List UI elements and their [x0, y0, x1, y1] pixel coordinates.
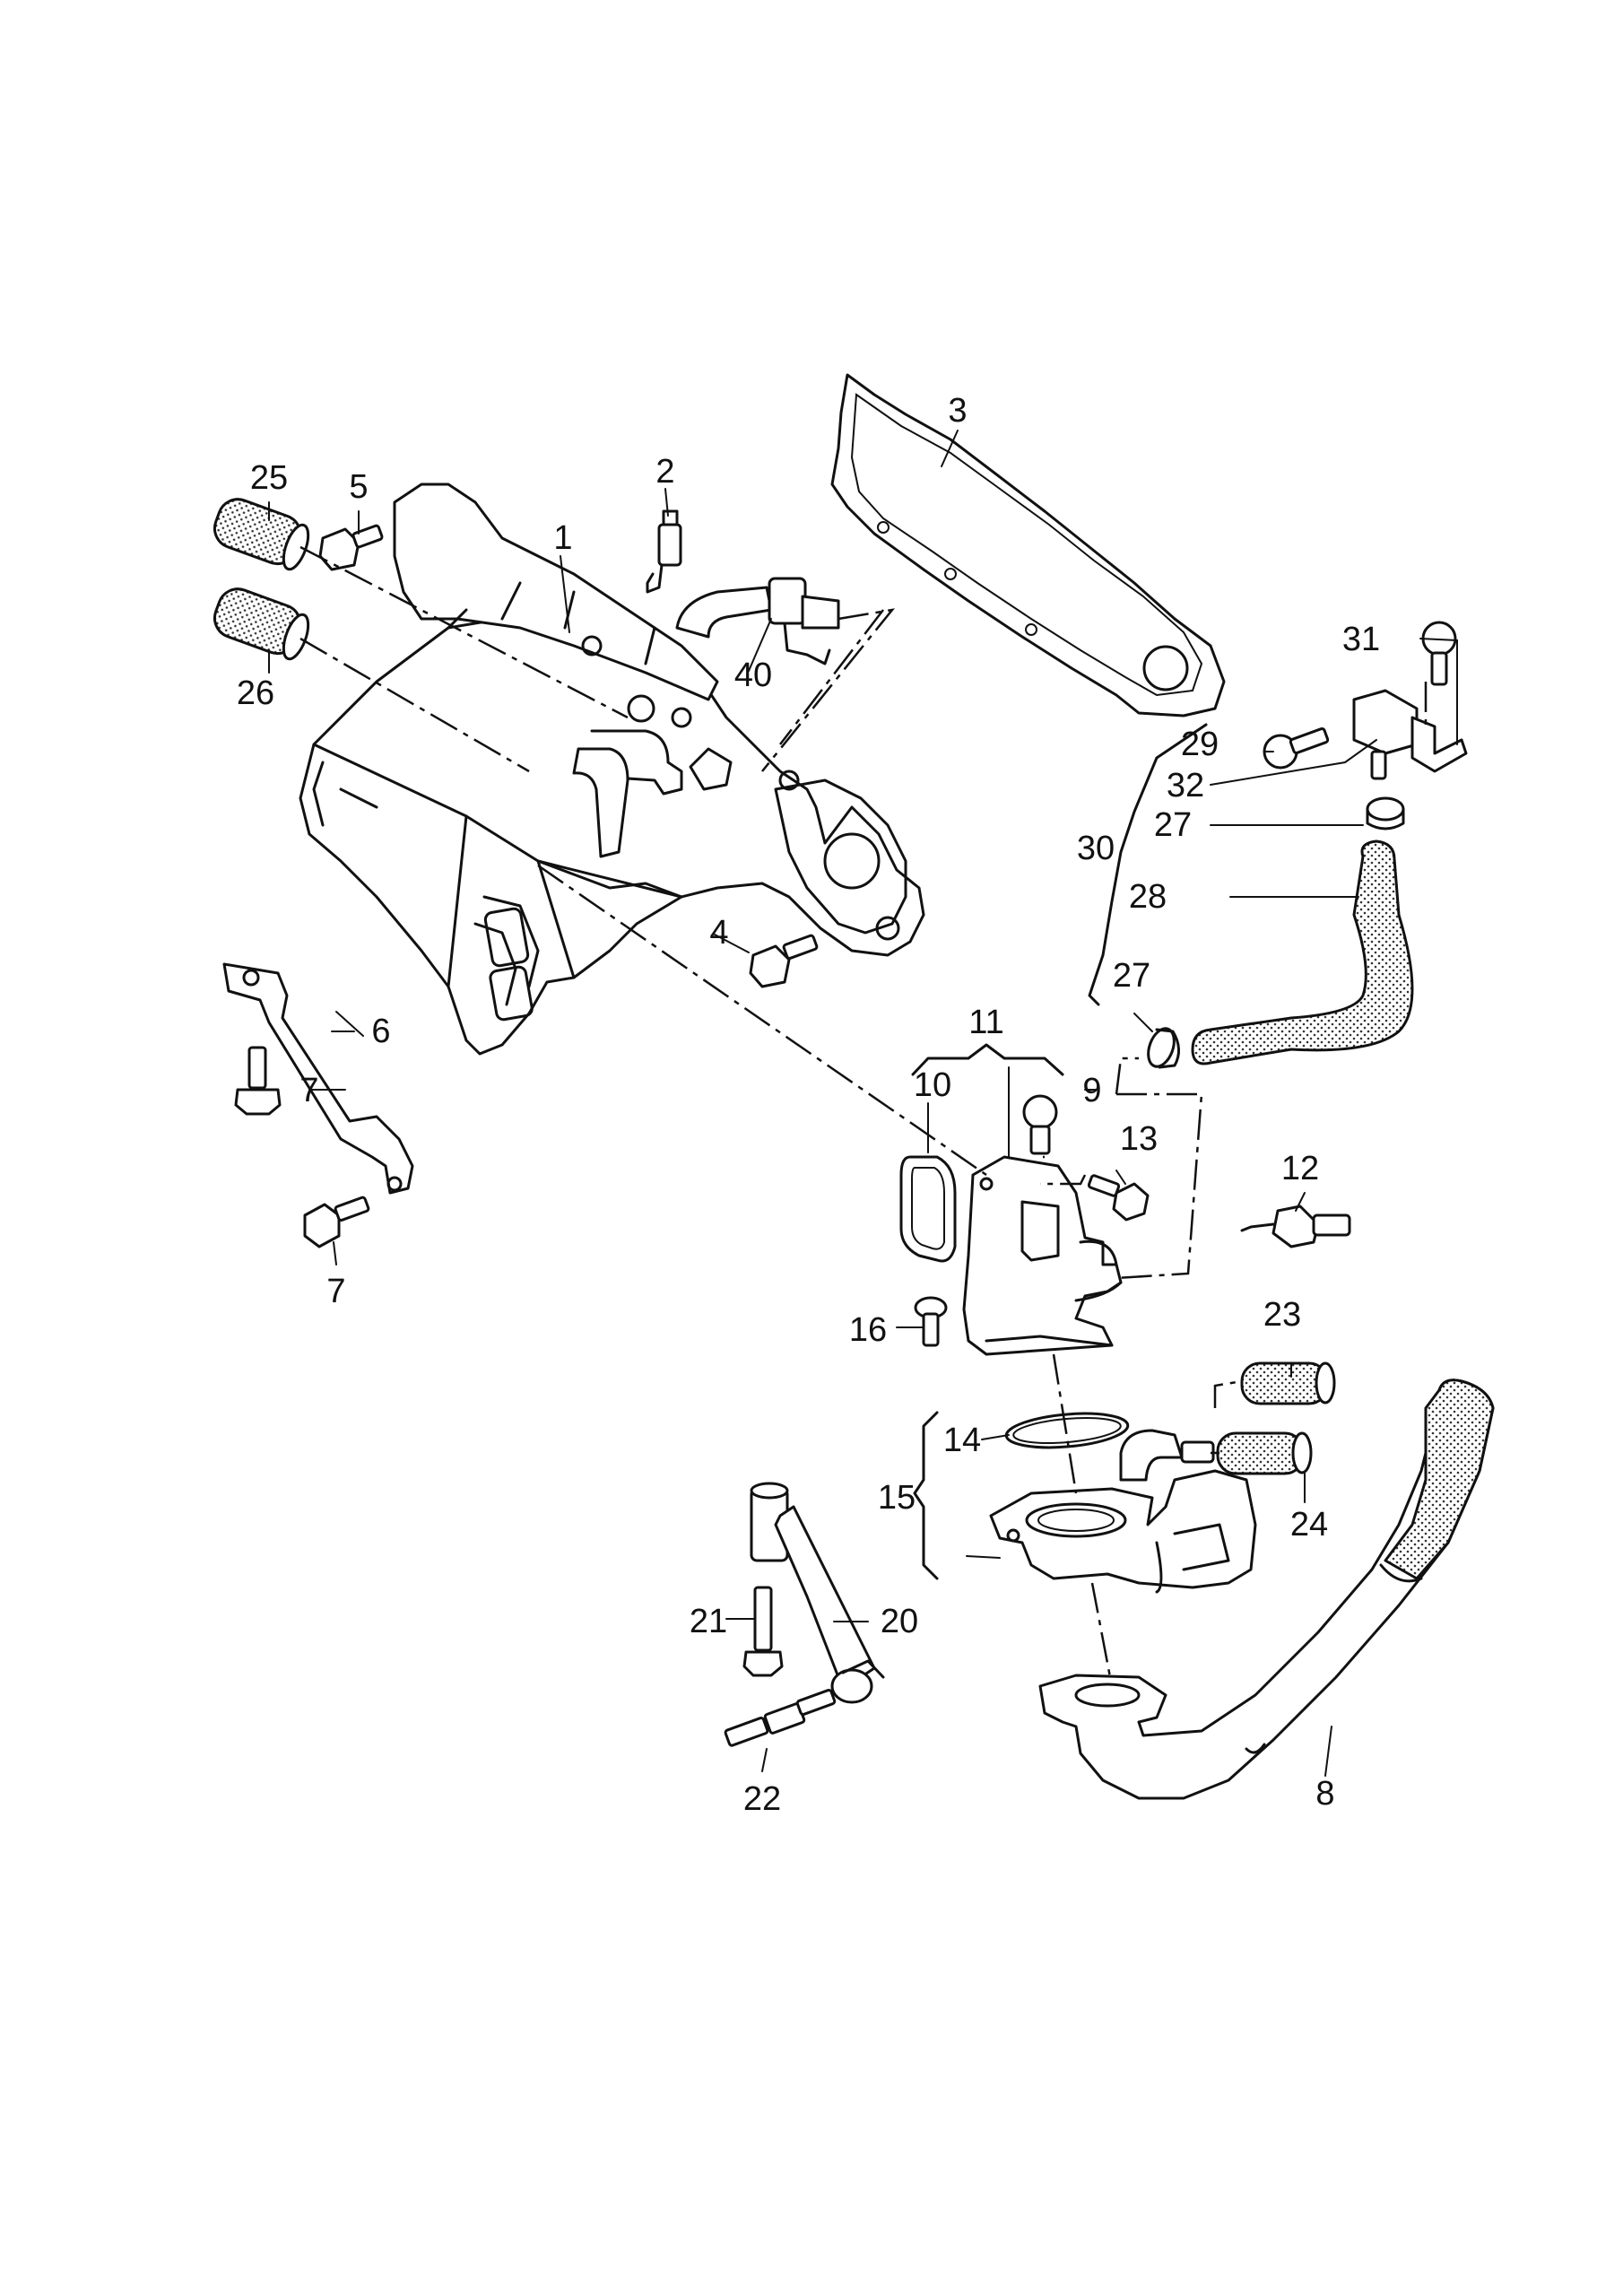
- callout-8: 8: [1315, 1775, 1334, 1813]
- callout-32: 32: [1167, 767, 1204, 804]
- callout-16: 16: [849, 1311, 887, 1349]
- leader-lines: [268, 430, 1458, 1777]
- callout-6: 6: [371, 1013, 390, 1050]
- bolt-29: [1263, 726, 1330, 770]
- callout-2: 2: [655, 453, 674, 491]
- callout-7-upper: 7: [299, 1072, 318, 1109]
- temperature-sensor: [646, 509, 682, 594]
- bolt-21: [742, 1586, 784, 1677]
- alignment-lines: [299, 545, 1428, 1678]
- support-bracket: [222, 962, 414, 1195]
- stud-22: [724, 1688, 837, 1747]
- support-arm: [750, 1482, 885, 1704]
- callout-4: 4: [709, 914, 728, 952]
- pressure-sensor: [1352, 689, 1468, 780]
- callout-20: 20: [881, 1603, 918, 1640]
- callout-5: 5: [349, 468, 368, 506]
- insulation-sleeve-upper: [213, 498, 310, 571]
- bolt-4: [749, 934, 819, 988]
- bleed-cap: [1022, 1094, 1058, 1155]
- bolt-31: [1421, 621, 1457, 686]
- callout-24: 24: [1290, 1506, 1328, 1544]
- o-ring: [1004, 1412, 1130, 1449]
- bolt-5: [318, 524, 384, 571]
- thermostat-housing: [962, 1155, 1123, 1356]
- egr-pipe: [1038, 1378, 1495, 1800]
- vacuum-hose: [1191, 839, 1414, 1065]
- callout-labels: 1 2 3 4 5 6 7 7 8 9 10 11 12 13 14 15 16…: [237, 392, 1380, 1818]
- callout-9: 9: [1082, 1072, 1101, 1109]
- bolt-7-upper: [234, 1046, 282, 1116]
- callout-25: 25: [250, 459, 288, 497]
- sensor-with-hose: [675, 577, 840, 665]
- egr-valve-unit: [989, 1429, 1257, 1594]
- callout-10: 10: [914, 1066, 951, 1104]
- callout-26: 26: [237, 674, 274, 712]
- callout-30: 30: [1077, 830, 1115, 867]
- callout-40: 40: [734, 657, 772, 694]
- insulation-sleeve-24: [1216, 1431, 1313, 1475]
- bolt-16: [914, 1296, 948, 1347]
- group-brackets: [911, 723, 1208, 1580]
- callout-12: 12: [1281, 1150, 1319, 1187]
- callout-23: 23: [1263, 1296, 1301, 1334]
- egr-cooler-assembly: [299, 483, 925, 1056]
- coolant-temperature-sender: [1240, 1205, 1351, 1248]
- callout-11: 11: [968, 1004, 1003, 1041]
- hose-clamp-upper: [1366, 796, 1405, 831]
- callout-27-lower: 27: [1113, 957, 1150, 995]
- callout-15: 15: [878, 1479, 916, 1517]
- callout-1: 1: [553, 519, 572, 557]
- bolt-7-lower: [303, 1196, 370, 1248]
- flange-gasket: [899, 1155, 957, 1263]
- insulation-sleeve-lower: [213, 587, 310, 661]
- callout-13: 13: [1120, 1120, 1158, 1158]
- insulation-sleeve-23: [1240, 1361, 1336, 1405]
- callout-27-upper: 27: [1154, 806, 1192, 844]
- callout-7-lower: 7: [326, 1273, 345, 1310]
- callout-22: 22: [743, 1780, 781, 1818]
- callout-28: 28: [1129, 878, 1167, 916]
- callout-3: 3: [948, 392, 967, 430]
- hose-clamp-lower: [1147, 1027, 1180, 1069]
- bolt-13: [1087, 1174, 1150, 1222]
- callout-14: 14: [943, 1422, 981, 1459]
- gasket-strip: [830, 373, 1226, 718]
- callout-21: 21: [690, 1603, 727, 1640]
- callout-31: 31: [1342, 621, 1380, 658]
- callout-29: 29: [1181, 726, 1219, 763]
